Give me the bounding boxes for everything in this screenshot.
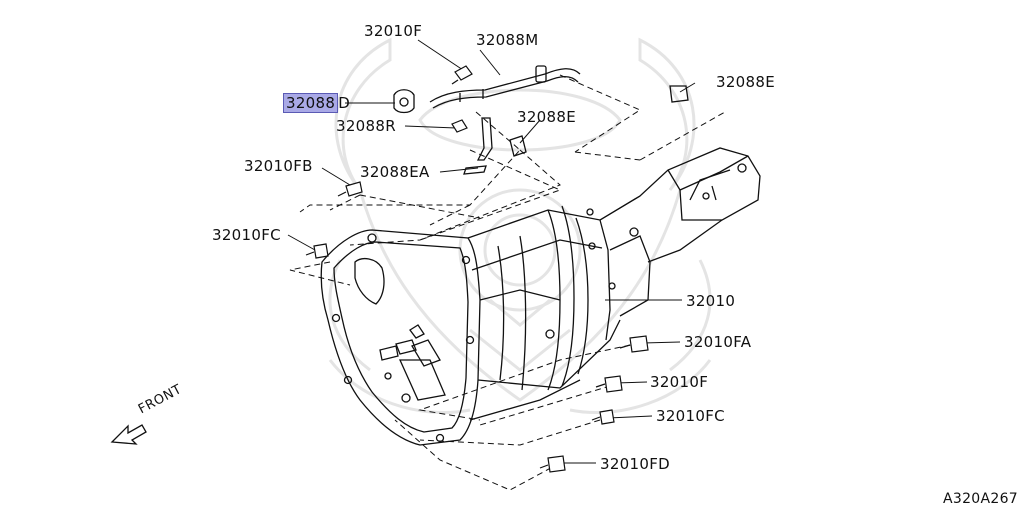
callout-32088m: 32088M bbox=[476, 31, 539, 49]
crest-watermark bbox=[328, 37, 712, 415]
transmission-body bbox=[320, 147, 761, 446]
callout-32088d-suffix: D bbox=[338, 94, 351, 112]
dashed-leader-lines bbox=[289, 74, 726, 491]
hose-assembly bbox=[393, 65, 689, 175]
callout-32088e-mid: 32088E bbox=[517, 108, 576, 126]
callout-32088r: 32088R bbox=[336, 117, 396, 135]
highlighted-part-number: 32088 bbox=[283, 93, 339, 113]
callout-32010f-top: 32010F bbox=[364, 22, 423, 40]
callout-32010fa: 32010FA bbox=[684, 333, 752, 351]
front-arrow bbox=[110, 424, 147, 445]
callout-32010f-bottom: 32010F bbox=[650, 373, 709, 391]
diagram-code: A320A267 bbox=[943, 491, 1018, 507]
callout-32010fb: 32010FB bbox=[244, 157, 313, 175]
callout-32088e-right: 32088E bbox=[716, 73, 775, 91]
callout-32010: 32010 bbox=[686, 292, 736, 310]
callout-32010fd: 32010FD bbox=[600, 455, 670, 473]
callout-32088ea: 32088EA bbox=[360, 163, 430, 181]
callout-32010fc-left: 32010FC bbox=[212, 226, 281, 244]
callout-32010fc-bottom: 32010FC bbox=[656, 407, 725, 425]
